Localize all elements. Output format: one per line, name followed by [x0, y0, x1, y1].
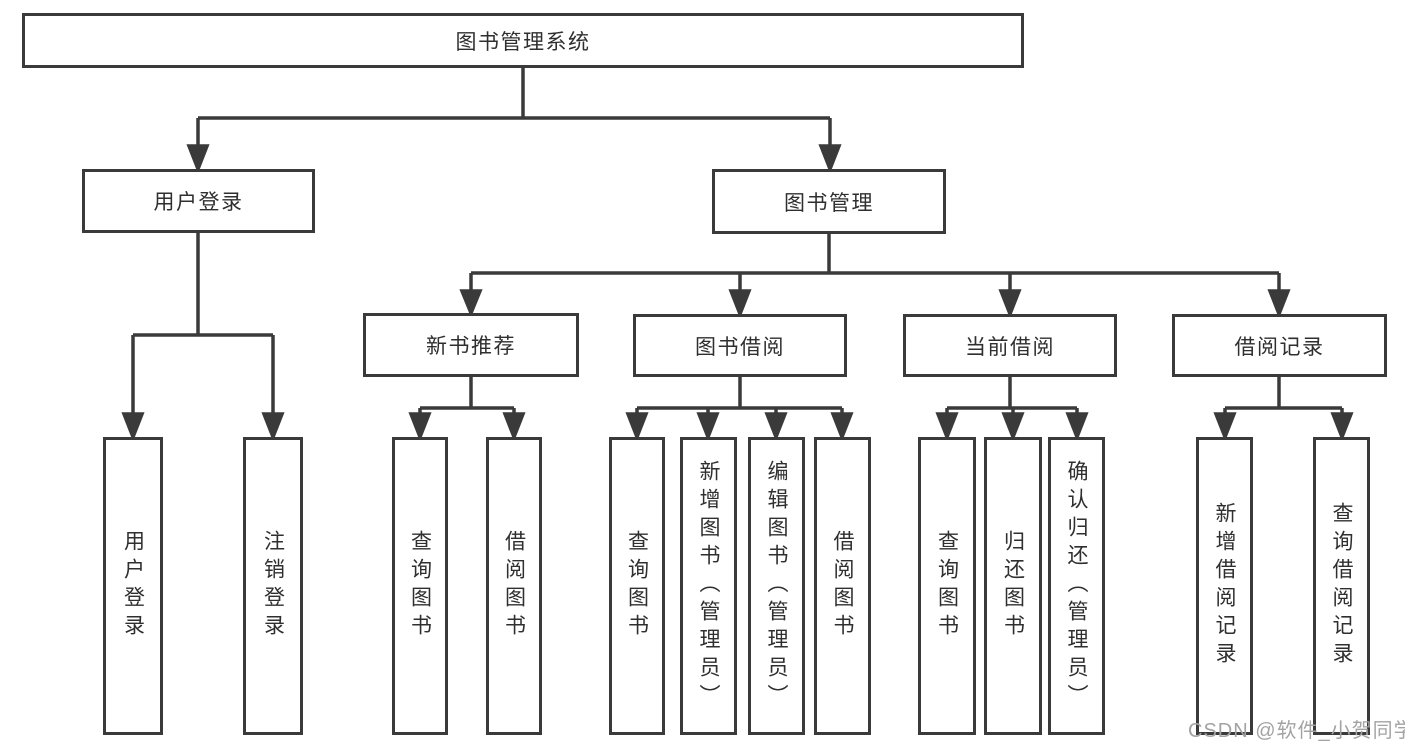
node-label: 查询图书	[408, 530, 432, 642]
leaf-query-books-2: 查询图书	[609, 437, 665, 735]
leaf-query-books-1: 查询图书	[392, 437, 448, 735]
node-label: 归还图书	[1001, 530, 1025, 642]
leaf-borrow-books-1: 借阅图书	[486, 437, 542, 735]
leaf-confirm-return-admin: 确认归还（管理员）	[1048, 437, 1105, 735]
arrowhead-down	[696, 412, 720, 442]
node-label: 借阅图书	[502, 530, 526, 642]
arrowhead-down	[1065, 412, 1089, 442]
arrowhead-down	[764, 412, 788, 442]
node-label: 用户登录	[153, 191, 244, 214]
node-book-borrow: 图书借阅	[633, 314, 847, 377]
arrowhead-down	[186, 144, 210, 174]
node-borrow-records: 借阅记录	[1172, 314, 1387, 377]
node-current-borrow: 当前借阅	[903, 314, 1117, 377]
node-label: 查询借阅记录	[1330, 502, 1353, 670]
leaf-query-borrow-record: 查询借阅记录	[1313, 437, 1370, 735]
arrowhead-down	[1213, 412, 1237, 442]
connector-book-borrow-children	[625, 377, 854, 442]
node-label: 注销登录	[261, 530, 285, 642]
node-label: 用户登录	[121, 530, 145, 642]
node-book-management: 图书管理	[712, 169, 946, 234]
leaf-user-login: 用户登录	[103, 437, 163, 735]
connector-book-mgmt-sections	[459, 234, 1291, 319]
leaf-logout: 注销登录	[243, 437, 303, 735]
node-new-book-recommend: 新书推荐	[363, 313, 579, 377]
arrowhead-down	[1001, 412, 1025, 442]
node-user-login: 用户登录	[82, 169, 315, 233]
arrowhead-down	[818, 144, 842, 174]
arrowhead-down	[728, 289, 752, 319]
node-label: 新增图书（管理员）	[697, 460, 720, 712]
node-label: 确认归还（管理员）	[1065, 460, 1088, 712]
leaf-return-books: 归还图书	[984, 437, 1042, 735]
leaf-borrow-books-2: 借阅图书	[814, 437, 871, 735]
node-label: 新增借阅记录	[1213, 502, 1236, 670]
node-label: 查询图书	[625, 530, 649, 642]
node-label: 查询图书	[935, 530, 959, 642]
arrowhead-down	[1267, 289, 1291, 319]
node-label: 借阅记录	[1234, 335, 1325, 359]
arrowhead-down	[459, 289, 483, 318]
arrowhead-down	[121, 412, 145, 442]
node-label: 图书管理	[784, 191, 874, 215]
leaf-edit-books-admin: 编辑图书（管理员）	[748, 437, 805, 735]
csdn-watermark: CSDN @软件_小贺同学	[1188, 720, 1405, 742]
connector-user-login-children	[121, 233, 285, 442]
arrowhead-down	[502, 412, 526, 442]
connector-new-book-children	[408, 377, 526, 442]
node-root-system: 图书管理系统	[22, 13, 1024, 68]
arrowhead-down	[408, 412, 432, 442]
node-label: 当前借阅	[965, 335, 1055, 359]
arrowhead-down	[935, 412, 959, 442]
node-label: 图书管理系统	[455, 30, 591, 54]
arrowhead-down	[998, 289, 1022, 319]
connector-root-to-level2	[186, 68, 842, 174]
node-label: 借阅图书	[831, 530, 854, 642]
arrowhead-down	[625, 412, 649, 442]
connector-current-borrow-children	[935, 377, 1089, 442]
node-label: 编辑图书（管理员）	[765, 460, 788, 712]
arrowhead-down	[1330, 412, 1354, 442]
connector-borrow-records-children	[1213, 377, 1354, 442]
arrowhead-down	[261, 412, 285, 442]
node-label: 图书借阅	[695, 335, 785, 359]
leaf-add-books-admin: 新增图书（管理员）	[680, 437, 737, 735]
node-label: 新书推荐	[426, 335, 516, 358]
leaf-query-books-3: 查询图书	[918, 437, 976, 735]
leaf-add-borrow-record: 新增借阅记录	[1196, 437, 1253, 735]
arrowhead-down	[830, 412, 854, 442]
